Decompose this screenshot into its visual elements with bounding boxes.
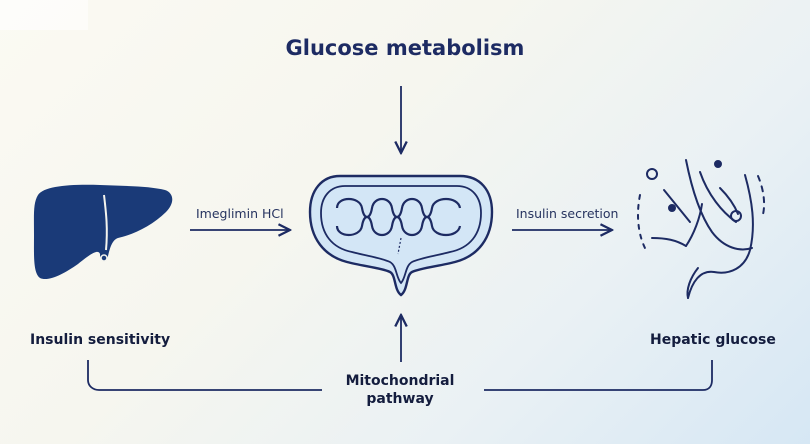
corner-watermark-patch <box>0 0 88 30</box>
mito-label-line1: Mitochondrial <box>345 373 455 389</box>
hepatic-vessel-icon <box>637 159 766 299</box>
mito-label-line2: pathway <box>366 391 434 407</box>
edge-label-imeglimin: Imeglimin HCl <box>196 206 284 221</box>
connector-right <box>484 360 713 391</box>
node-label-hepatic-glucose: Hepatic glucose <box>650 332 776 348</box>
mitochondrion-icon <box>308 174 494 297</box>
connector-left <box>87 360 322 391</box>
edge-label-insulin-secretion: Insulin secretion <box>516 206 619 221</box>
diagram-title: Glucose metabolism <box>285 36 525 60</box>
node-label-insulin-sensitivity: Insulin sensitivity <box>30 332 171 348</box>
node-label-mitochondrial-pathway: Mitochondrial pathway <box>330 372 470 408</box>
liver-icon <box>33 184 173 280</box>
